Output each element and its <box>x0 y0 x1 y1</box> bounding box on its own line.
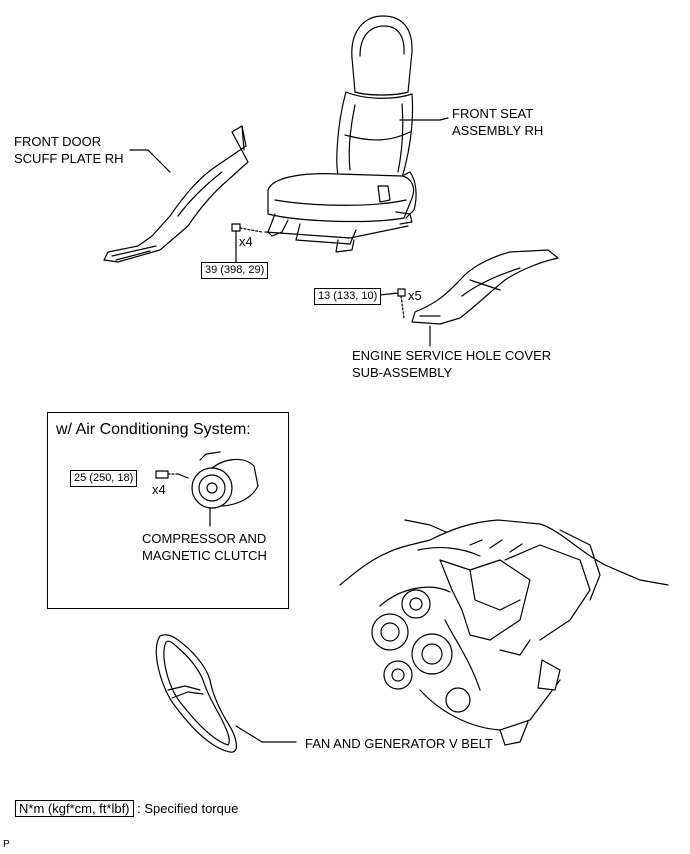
v-belt-label: FAN AND GENERATOR V BELT <box>305 736 493 751</box>
engine-cover-drawing <box>379 249 559 347</box>
compressor-bolt-quantity: x4 <box>152 482 166 497</box>
engine-drawing <box>339 519 669 746</box>
front-seat-label-line1: FRONT SEAT <box>452 106 534 121</box>
seat-bolt-torque: 39 (398, 29) <box>201 262 269 279</box>
front-seat-label-line2: ASSEMBLY RH <box>452 123 544 138</box>
front-seat-drawing <box>264 15 417 253</box>
ac-system-title: w/ Air Conditioning System: <box>56 421 251 438</box>
cover-bolt-torque: 13 (133, 10) <box>314 288 382 305</box>
compressor-drawing <box>155 451 259 527</box>
engine-cover-label-line1: ENGINE SERVICE HOLE COVER <box>352 348 552 363</box>
front-seat-label: FRONT SEAT ASSEMBLY RH <box>452 105 543 139</box>
seat-bolt-drawing <box>231 223 263 263</box>
ac-system-frame <box>47 412 289 609</box>
engine-cover-label: ENGINE SERVICE HOLE COVER SUB-ASSEMBLY <box>352 347 551 381</box>
corner-mark: P <box>3 839 10 850</box>
torque-legend-description: : Specified torque <box>137 801 239 816</box>
v-belt-drawing <box>155 634 297 753</box>
compressor-label: COMPRESSOR AND MAGNETIC CLUTCH <box>142 530 267 564</box>
compressor-label-line2: MAGNETIC CLUTCH <box>142 548 267 563</box>
scuff-plate-label: FRONT DOOR SCUFF PLATE RH <box>14 133 124 167</box>
torque-legend: N*m (kgf*cm, ft*lbf) : Specified torque <box>15 800 238 818</box>
torque-legend-unit: N*m (kgf*cm, ft*lbf) <box>15 800 134 817</box>
cover-bolt-quantity: x5 <box>408 288 422 303</box>
scuff-plate-label-line2: SCUFF PLATE RH <box>14 151 124 166</box>
seat-bolt-quantity: x4 <box>239 234 253 249</box>
compressor-label-line1: COMPRESSOR AND <box>142 531 267 546</box>
engine-cover-label-line2: SUB-ASSEMBLY <box>352 365 453 380</box>
compressor-bolt-torque: 25 (250, 18) <box>70 470 138 487</box>
scuff-plate-label-line1: FRONT DOOR <box>14 134 102 149</box>
scuff-plate-drawing <box>103 125 249 263</box>
